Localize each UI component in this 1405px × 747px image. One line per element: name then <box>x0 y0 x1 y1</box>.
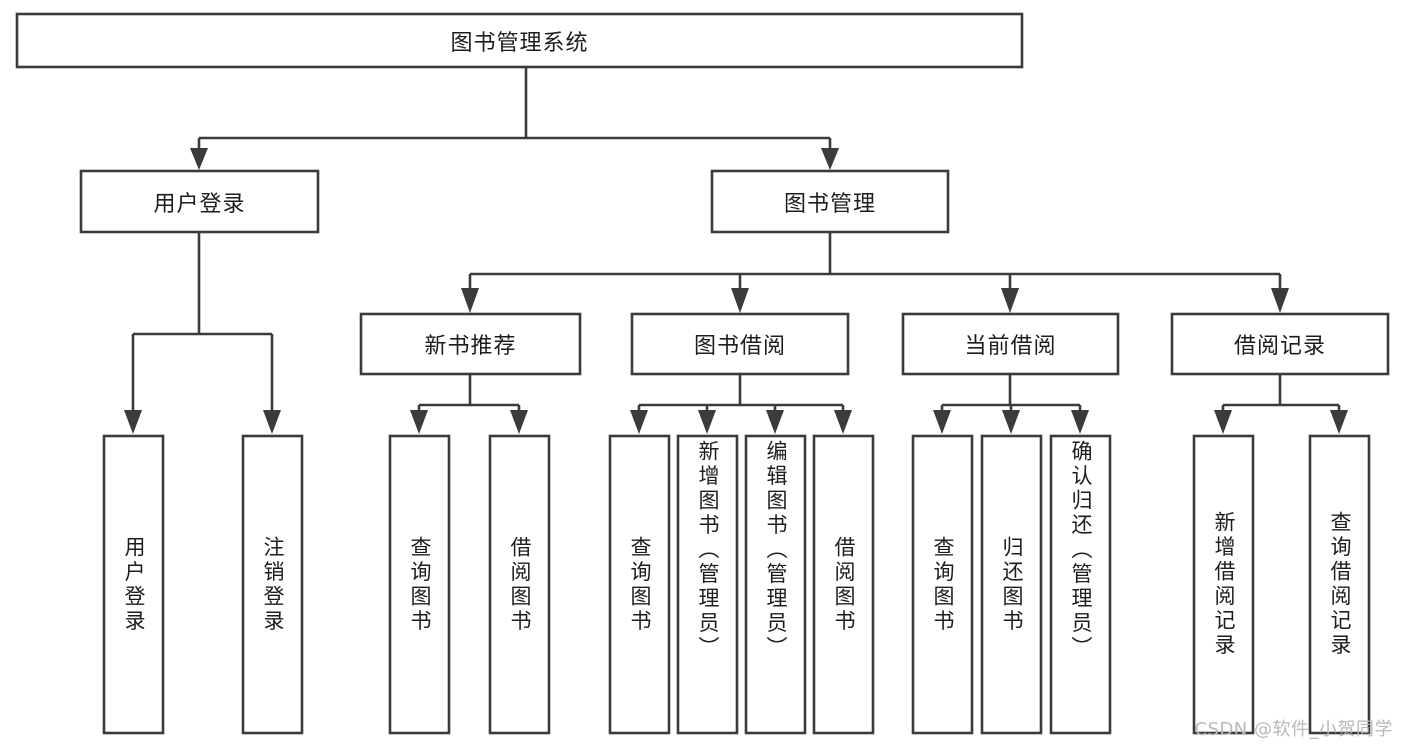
arrow-icon-to-leaf-logout <box>263 410 281 434</box>
leaf-box-bb-borrow-book[interactable] <box>812 434 875 735</box>
arrow-icon-to-leaf-user-login <box>124 410 142 434</box>
node-book-borrow[interactable] <box>630 312 850 376</box>
node-user-login[interactable] <box>79 169 320 234</box>
arrow-icon-br-leaf-1 <box>1214 410 1232 434</box>
arrow-icon-to-book-manage <box>821 148 839 170</box>
leaf-box-cb-return-book[interactable] <box>980 434 1043 735</box>
arrow-icon-nb-leaf-2 <box>510 410 528 434</box>
node-book-manage[interactable] <box>710 169 950 234</box>
arrow-icon-to-user-login <box>190 148 208 170</box>
leaf-box-br-query-record[interactable] <box>1308 434 1371 735</box>
arrow-icon-nb-leaf-1 <box>410 410 428 434</box>
leaf-box-nb-borrow-book[interactable] <box>488 434 551 735</box>
leaf-box-logout[interactable] <box>241 434 304 735</box>
node-current-borrow[interactable] <box>901 312 1120 376</box>
leaf-box-user-login[interactable] <box>102 434 165 735</box>
arrow-icon-to-current-borrow <box>1001 288 1019 313</box>
arrow-icon-cb-leaf-3 <box>1071 410 1089 434</box>
node-root[interactable] <box>15 12 1024 69</box>
node-borrow-record[interactable] <box>1170 312 1390 376</box>
arrow-icon-bb-leaf-4 <box>834 410 852 434</box>
leaf-box-bb-add-book[interactable] <box>676 434 739 735</box>
leaf-box-br-add-record[interactable] <box>1192 434 1255 735</box>
arrow-icon-to-borrow-record <box>1271 288 1289 313</box>
leaf-box-nb-query-book[interactable] <box>388 434 451 735</box>
arrow-icon-bb-leaf-1 <box>630 410 648 434</box>
leaf-box-bb-query-book[interactable] <box>608 434 671 735</box>
leaf-box-cb-query-book[interactable] <box>911 434 974 735</box>
arrow-icon-to-new-book <box>461 288 479 313</box>
arrow-icon-bb-leaf-2 <box>698 410 716 434</box>
watermark-text: CSDN @软件_小贺同学 <box>1194 719 1393 740</box>
arrow-icon-to-book-borrow <box>731 288 749 313</box>
arrow-icon-cb-leaf-2 <box>1002 410 1020 434</box>
leaf-box-bb-edit-book[interactable] <box>744 434 807 735</box>
arrow-icon-cb-leaf-1 <box>933 410 951 434</box>
arrow-icon-br-leaf-2 <box>1330 410 1348 434</box>
arrow-icon-bb-leaf-3 <box>766 410 784 434</box>
leaf-box-cb-confirm-return[interactable] <box>1049 434 1112 735</box>
node-new-book-recommend[interactable] <box>359 312 582 376</box>
